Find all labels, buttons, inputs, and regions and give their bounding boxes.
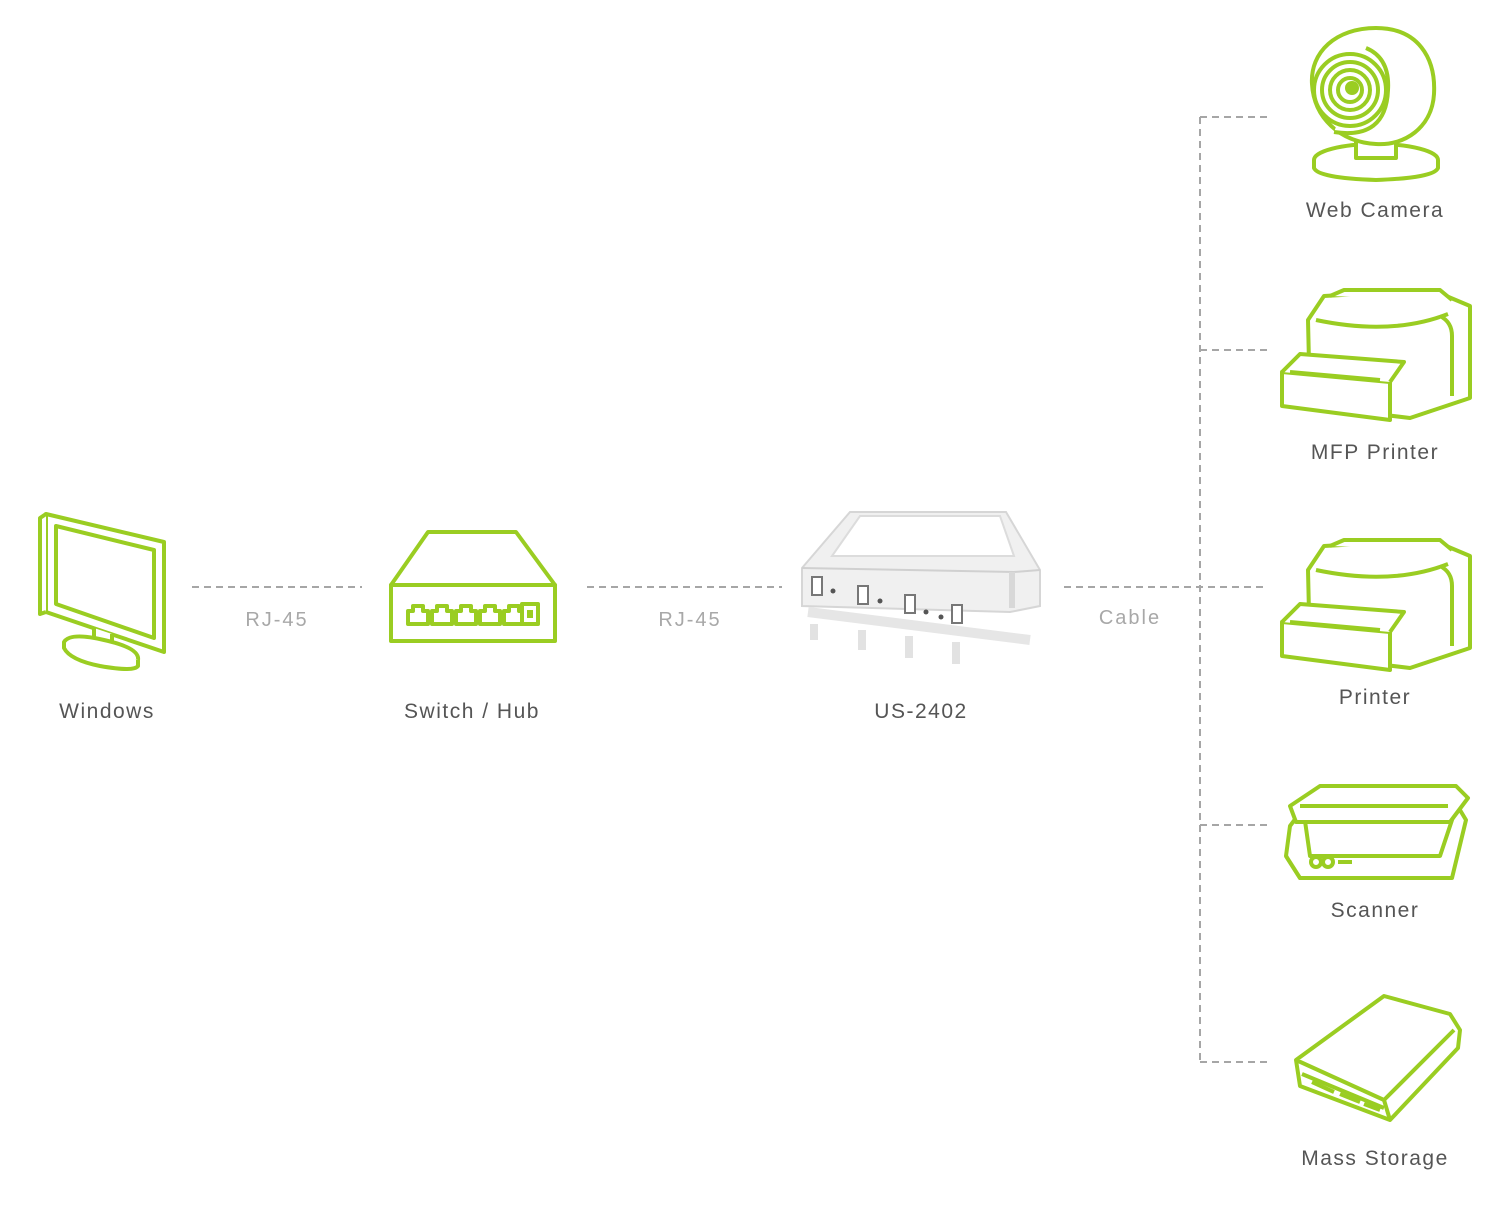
mfp-printer-icon bbox=[1280, 288, 1472, 422]
switch-label: Switch / Hub bbox=[404, 700, 540, 723]
storage-label: Mass Storage bbox=[1301, 1147, 1449, 1170]
hard-drive-icon bbox=[1294, 994, 1462, 1122]
mfp-label: MFP Printer bbox=[1310, 441, 1440, 464]
printer-label: Printer bbox=[1338, 686, 1412, 709]
link-label-switch-server: RJ-45 bbox=[658, 609, 722, 631]
server-label: US-2402 bbox=[874, 700, 968, 723]
scanner-icon bbox=[1284, 784, 1470, 880]
connectors bbox=[192, 116, 1268, 1063]
windows-label: Windows bbox=[59, 700, 155, 723]
printer-icon bbox=[1280, 538, 1472, 672]
monitor-icon bbox=[38, 512, 166, 671]
scanner-label: Scanner bbox=[1330, 899, 1420, 922]
webcam-label: Web Camera bbox=[1305, 199, 1445, 222]
link-label-server-devices: Cable bbox=[1098, 607, 1162, 629]
webcam-icon bbox=[1309, 26, 1440, 182]
usb-device-server-photo bbox=[801, 511, 1041, 664]
switch-icon bbox=[389, 530, 557, 643]
link-label-windows-switch: RJ-45 bbox=[245, 609, 309, 631]
